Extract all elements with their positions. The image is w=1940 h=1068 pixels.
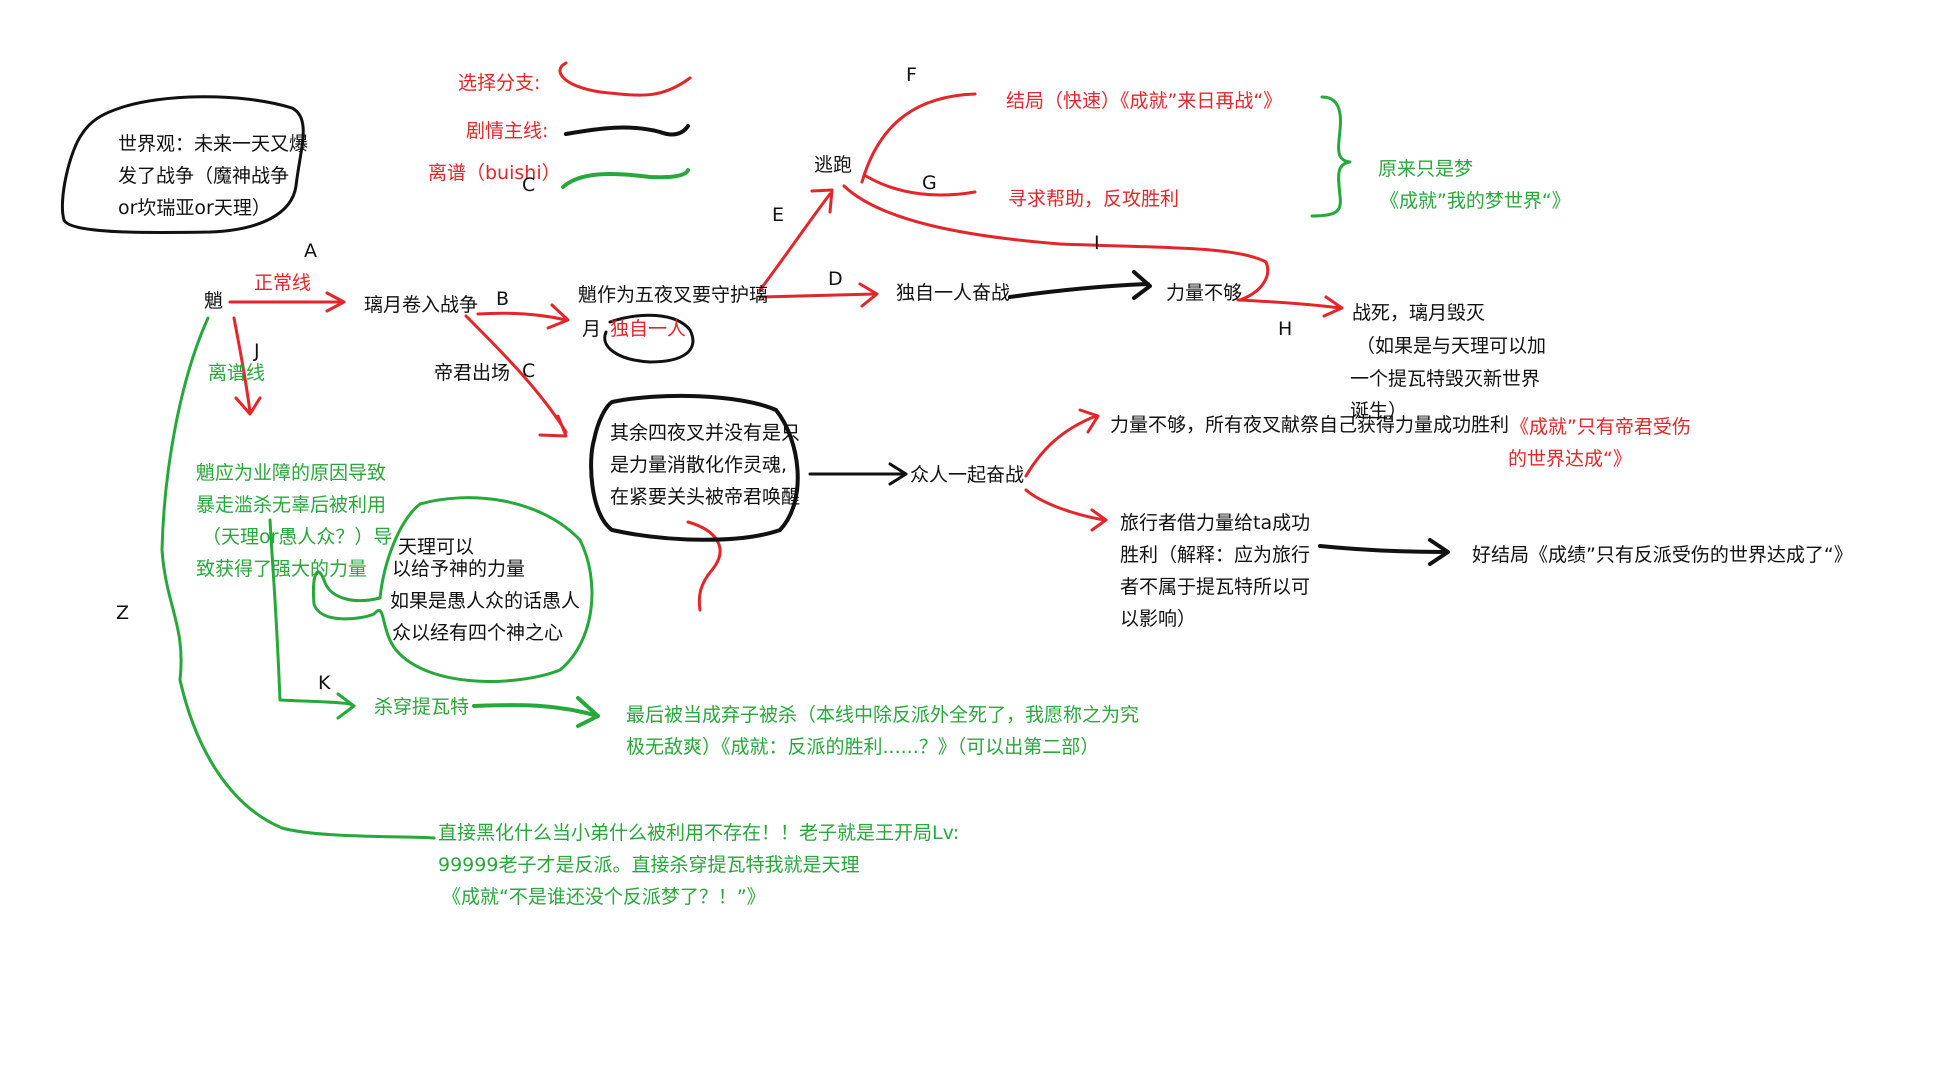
arrow-H	[1236, 295, 1344, 318]
node-protect-line2: 月	[582, 318, 602, 340]
node-emperor: 帝君出场	[434, 362, 511, 384]
red-squiggle	[686, 520, 722, 612]
edge-label-I: I	[1094, 232, 1100, 254]
node-god-power-line: 如果是愚人众的话愚人	[390, 590, 581, 612]
node-god-power-line: 众以经有四个神之心	[392, 622, 564, 644]
green-main-line	[160, 316, 436, 840]
node-liyue-war: 璃月卷入战争	[364, 294, 479, 316]
node-good-end: 好结局《成绩”只有反派受伤的世界达成了“》	[1472, 544, 1853, 566]
legend-main-label: 剧情主线:	[466, 120, 549, 142]
node-alone-tag: 独自一人	[610, 318, 687, 340]
edge-label-Z: Z	[116, 602, 130, 624]
legend-green-stroke	[561, 168, 690, 189]
yaksha-outline	[589, 393, 800, 542]
arrow-I	[842, 184, 1270, 302]
edge-label-H: H	[1278, 318, 1293, 340]
node-yaksha-line: 是力量消散化作灵魂,	[610, 454, 788, 476]
node-dream: 原来只是梦	[1378, 158, 1474, 180]
edge-label-A: A	[304, 240, 317, 262]
arrow-fight-notenough	[1008, 270, 1152, 300]
arrow-F	[860, 92, 977, 184]
legend-absurd-label: 离谱（buishi）	[428, 162, 561, 184]
node-sacrifice-achievement-line: 的世界达成“》	[1508, 448, 1632, 470]
arrow-A	[228, 291, 346, 313]
arrow-sacrifice	[1024, 408, 1100, 478]
label-normal-line: 正常线	[254, 272, 312, 294]
arrow-C	[464, 314, 568, 438]
dream-bracket	[1310, 95, 1352, 218]
node-god-power-line: 以给予神的力量	[392, 558, 526, 580]
node-xiao: 魈	[204, 290, 224, 312]
node-traveler-line: 胜利（解释：应为旅行	[1120, 544, 1311, 566]
edge-label-E: E	[772, 204, 785, 226]
node-help: 寻求帮助，反攻胜利	[1008, 188, 1180, 210]
node-death-line: 战死，璃月毁灭	[1352, 302, 1486, 324]
arrow-yaksha-together	[808, 462, 908, 486]
edge-label-B: B	[496, 288, 510, 310]
arrow-G	[864, 174, 977, 197]
node-karma-line: 暴走滥杀无辜后被利用	[196, 494, 387, 516]
node-death-line: （如果是与天理可以加	[1356, 335, 1547, 357]
worldview-text: 世界观：未来一天又爆发了战争（魔神战争or坎瑞亚or天理）	[118, 133, 309, 219]
edge-label-F: F	[906, 64, 917, 86]
node-not-enough: 力量不够	[1166, 282, 1243, 304]
legend-red-stroke	[558, 61, 692, 97]
node-protect-line1: 魈作为五夜叉要守护璃	[578, 284, 769, 306]
node-abandoned-line: 极无敌爽）《成就：反派的胜利......？》（可以出第二部）	[626, 736, 1100, 758]
arrow-B	[476, 303, 570, 330]
node-abandoned-line: 最后被当成弃子被杀（本线中除反派外全死了，我愿称之为究	[626, 704, 1140, 726]
legend-branch-label: 选择分支:	[458, 72, 541, 94]
arrow-E	[758, 188, 834, 292]
node-fight-alone: 独自一人奋战	[896, 282, 1011, 304]
node-karma-line: 致获得了强大的力量	[196, 558, 368, 580]
arrow-traveler	[1024, 488, 1108, 532]
node-traveler-line: 旅行者借力量给ta成功	[1120, 512, 1311, 534]
edge-label-J: J	[254, 340, 260, 362]
node-end-fast: 结局（快速）《成就”来日再战“》	[1006, 90, 1283, 112]
green-K-line	[268, 518, 356, 720]
arrow-J	[232, 316, 262, 416]
arrow-D	[758, 282, 879, 308]
node-sacrifice: 力量不够，所有夜叉献祭自己获得力量成功胜利	[1110, 414, 1510, 436]
node-god-power-line: 天理可以	[398, 536, 475, 558]
edge-label-G: G	[922, 172, 937, 194]
node-death-line: 一个提瓦特毁灭新世界	[1350, 368, 1541, 390]
node-sacrifice-achievement-line: 《成就”只有帝君受伤	[1510, 416, 1691, 438]
edge-label-K: K	[318, 672, 331, 694]
node-yaksha-line: 在紧要关头被帝君唤醒	[610, 486, 801, 508]
edge-label-C: C	[522, 360, 536, 382]
arrow-good-end	[1318, 538, 1450, 566]
god-power-outline	[312, 496, 594, 683]
node-dream-achievement: 《成就”我的梦世界“》	[1380, 190, 1571, 212]
label-absurd-line: 离谱线	[208, 362, 266, 384]
green-kill-arrow	[472, 696, 600, 728]
alone-circle	[603, 313, 695, 364]
node-blacken-line: 直接黑化什么当小弟什么被利用不存在！！老子就是王开局Lv:	[438, 822, 960, 844]
worldview-outline	[60, 95, 305, 235]
node-karma-line: （天理or愚人众？）导	[202, 526, 393, 548]
node-traveler-line: 以影响）	[1120, 608, 1197, 630]
node-blacken-line: 《成就“不是谁还没个反派梦了？！”》	[442, 886, 766, 908]
node-karma-line: 魈应为业障的原因导致	[196, 462, 387, 484]
edge-label-D: D	[828, 268, 843, 290]
node-traveler-line: 者不属于提瓦特所以可	[1120, 576, 1311, 598]
node-together: 众人一起奋战	[910, 464, 1025, 486]
node-kill: 杀穿提瓦特	[374, 696, 470, 718]
legend-absurd-mark: C	[522, 174, 536, 196]
legend-black-stroke	[564, 124, 690, 137]
node-death-line: 诞生）	[1350, 400, 1408, 422]
node-yaksha-line: 其余四夜叉并没有是只	[610, 422, 801, 444]
node-blacken-line: 99999老子才是反派。直接杀穿提瓦特我就是天理	[438, 854, 860, 876]
node-flee: 逃跑	[814, 154, 853, 176]
